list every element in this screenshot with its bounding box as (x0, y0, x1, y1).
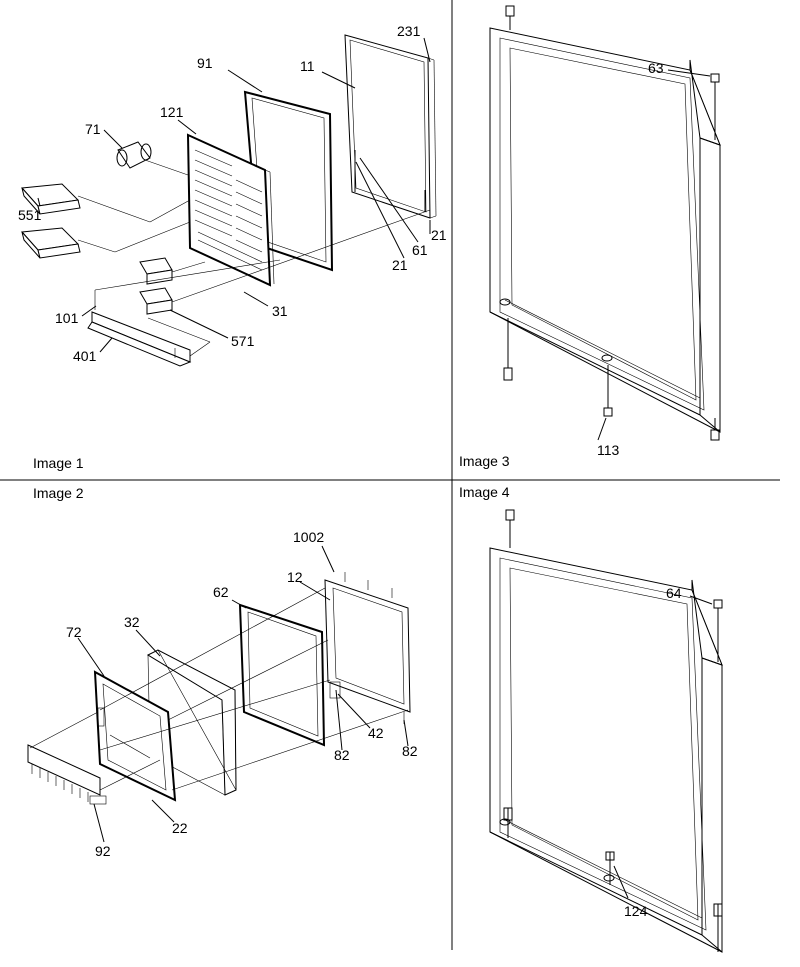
callout-42: 42 (368, 725, 384, 741)
image2-drawing: 1002 12 62 72 32 42 82 82 22 92 (27, 529, 418, 859)
callout-231: 231 (397, 23, 421, 39)
callout-551: 551 (18, 207, 42, 223)
image4-drawing: 64 124 (489, 509, 723, 953)
callout-82: 82 (402, 743, 418, 759)
image3-fasteners (503, 5, 720, 441)
caption-image2: Image 2 (33, 485, 84, 501)
callout-401: 401 (73, 348, 97, 364)
image1-drawing: 231 91 11 121 71 551 21 61 21 31 101 571… (18, 23, 447, 367)
bins-571 (139, 257, 173, 315)
callout-121: 121 (160, 104, 184, 120)
callout-71: 71 (85, 121, 101, 137)
callout-21: 21 (431, 227, 447, 243)
image3-callouts: 63 113 (597, 60, 664, 458)
image2-leaders (77, 545, 409, 843)
callout-12: 12 (287, 569, 303, 585)
callout-32: 32 (124, 614, 140, 630)
part-71 (116, 141, 152, 169)
frame-12 (324, 572, 411, 724)
image1-callouts: 231 91 11 121 71 551 21 61 21 31 101 571… (18, 23, 447, 364)
coil-92 (27, 744, 107, 805)
caption-image3: Image 3 (459, 453, 510, 469)
frame-outer (489, 27, 721, 433)
image4-callouts: 64 124 (624, 585, 682, 919)
callout-11: 11 (300, 58, 315, 74)
panel-11 (344, 34, 437, 219)
callout-92: 92 (95, 843, 111, 859)
callout-72: 72 (66, 624, 82, 640)
caption-image4: Image 4 (459, 484, 510, 500)
callout-91: 91 (197, 55, 213, 71)
caption-image1: Image 1 (33, 455, 84, 471)
shelf-401 (87, 311, 192, 367)
image2-guide-lines (29, 587, 409, 791)
image1-leaders (37, 37, 431, 353)
callout-31: 31 (272, 303, 288, 319)
callout-82: 82 (334, 747, 350, 763)
callout-113: 113 (597, 442, 620, 458)
image3-drawing: 63 113 (489, 5, 721, 458)
callout-64: 64 (666, 585, 682, 601)
callout-22: 22 (172, 820, 188, 836)
callout-101: 101 (55, 310, 79, 326)
inner-door-72 (93, 670, 177, 802)
image4-fasteners (503, 509, 723, 952)
callout-124: 124 (624, 903, 648, 919)
callout-61: 61 (412, 242, 428, 258)
inner-door-121 (186, 133, 275, 287)
gasket-62 (238, 603, 326, 747)
callout-1002: 1002 (293, 529, 324, 545)
frame-outer (489, 547, 723, 953)
callout-571: 571 (231, 333, 255, 349)
image1-guide-lines (77, 159, 431, 357)
image2-callouts: 1002 12 62 72 32 42 82 82 22 92 (66, 529, 418, 859)
callout-63: 63 (648, 60, 664, 76)
bins-551 (20, 183, 81, 259)
callout-21: 21 (392, 257, 408, 273)
callout-62: 62 (213, 584, 229, 600)
